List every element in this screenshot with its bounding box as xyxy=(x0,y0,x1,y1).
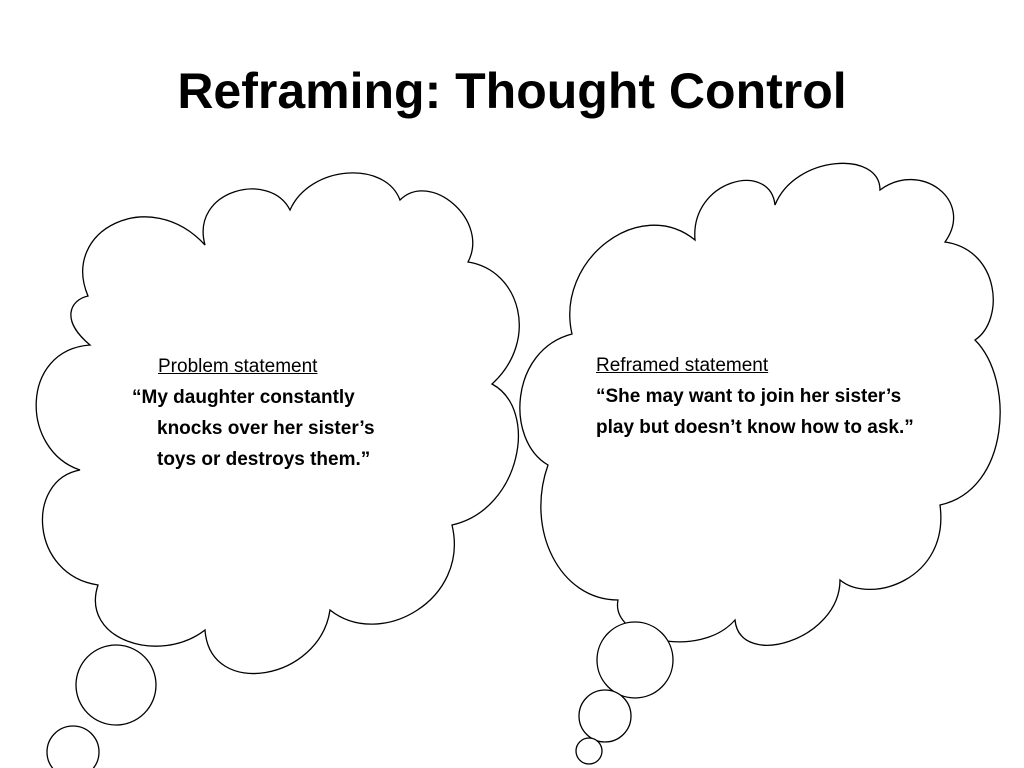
left-bubble-large xyxy=(75,644,157,726)
problem-statement-heading: Problem statement xyxy=(158,356,318,377)
reframed-statement-heading: Reframed statement xyxy=(596,355,769,376)
right-bubble-medium xyxy=(578,689,632,743)
left-thought-cloud xyxy=(35,172,520,768)
problem-statement-block: Problem statement “My daughter constantl… xyxy=(128,351,418,475)
slide-title: Reframing: Thought Control xyxy=(177,63,847,119)
right-bubble-small xyxy=(575,737,603,765)
right-thought-cloud xyxy=(519,162,1001,765)
left-bubble-small xyxy=(46,725,100,768)
right-bubble-large xyxy=(596,621,674,699)
reframed-statement-block: Reframed statement “She may want to join… xyxy=(596,350,916,443)
reframed-statement-quote: “She may want to join her sister’s play … xyxy=(596,386,914,438)
problem-statement-quote: “My daughter constantly knocks over her … xyxy=(132,387,375,470)
